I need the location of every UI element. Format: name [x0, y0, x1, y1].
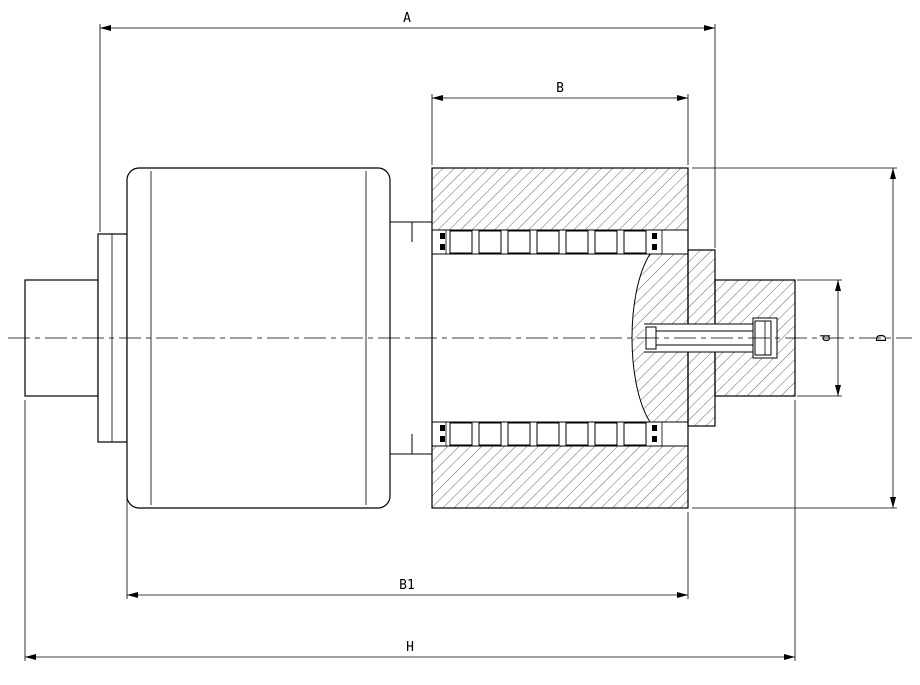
bearing-seals: [440, 233, 657, 442]
arrowhead: [25, 654, 36, 660]
bearing-roller: [623, 230, 647, 254]
arrowhead: [100, 25, 111, 31]
bearing-roller: [536, 422, 560, 446]
arrowhead: [835, 280, 841, 291]
dim-a: A: [99, 11, 716, 248]
bearing-roller: [594, 230, 618, 254]
bearing-roller: [623, 422, 647, 446]
bearing-roller: [449, 230, 473, 254]
bearing-roller: [594, 422, 618, 446]
bearing-rollers-top: [449, 230, 647, 254]
arrowhead: [835, 385, 841, 396]
bearing-roller: [507, 422, 531, 446]
dim-d-small-label: d: [819, 334, 834, 342]
bearing-roller: [478, 230, 502, 254]
bearing-roller: [565, 230, 589, 254]
dim-b1: B1: [126, 446, 689, 599]
arrowhead: [432, 95, 443, 101]
bearing-roller: [565, 422, 589, 446]
dimensions: A B B1 H: [24, 11, 897, 661]
bearing-roller: [449, 422, 473, 446]
dim-b1-label: B1: [399, 578, 415, 593]
arrowhead: [677, 592, 688, 598]
bearing-roller: [478, 422, 502, 446]
bearing-roller: [507, 230, 531, 254]
arrowhead: [677, 95, 688, 101]
dim-d-large: D: [692, 167, 897, 509]
dim-b-label: B: [556, 81, 564, 96]
hub-sleeve: [390, 221, 432, 455]
dim-d-large-label: D: [875, 334, 890, 342]
arrowhead: [890, 497, 896, 508]
bearing-roller: [536, 230, 560, 254]
arrowhead: [890, 168, 896, 179]
arrowhead: [784, 654, 795, 660]
bearing-rollers-bottom: [449, 422, 647, 446]
dim-h-label: H: [406, 640, 414, 655]
dim-a-label: A: [403, 11, 411, 26]
dim-b: B: [431, 81, 689, 165]
arrowhead: [127, 592, 138, 598]
arrowhead: [704, 25, 715, 31]
dim-d-small: d: [797, 279, 842, 397]
dim-h: H: [24, 400, 796, 661]
